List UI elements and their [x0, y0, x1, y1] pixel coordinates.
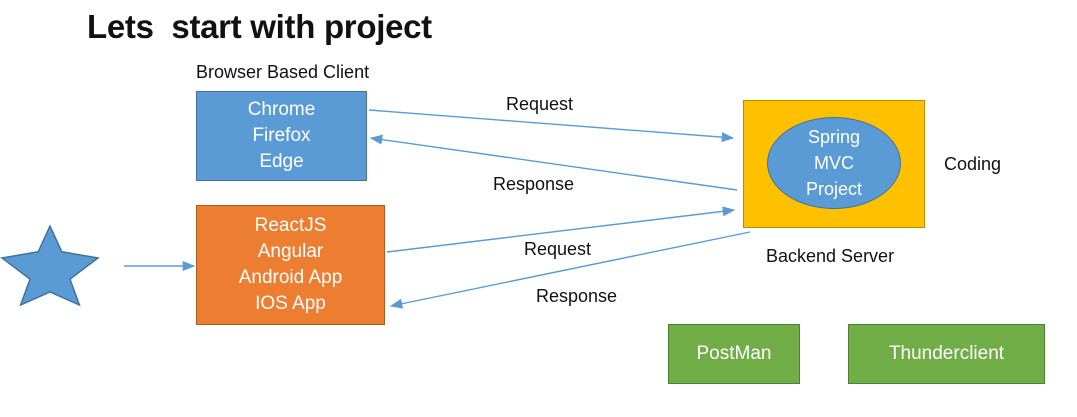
browser-client-item: Chrome — [247, 99, 316, 120]
browser-client-heading: Browser Based Client — [196, 62, 370, 82]
app-client-item: IOS App — [255, 293, 326, 314]
server-item: MVC — [814, 153, 854, 173]
postman-box: PostMan — [668, 324, 800, 384]
app-clients-box: ReactJS Angular Android App IOS App — [196, 205, 385, 325]
app-request-arrow — [386, 206, 736, 253]
app-client-item: ReactJS — [254, 215, 327, 236]
app-client-item: Angular — [257, 241, 324, 262]
app-client-item: Android App — [238, 267, 343, 288]
server-item: Project — [805, 179, 863, 199]
thunderclient-box: Thunderclient — [848, 324, 1045, 384]
page-title: Lets start with project — [87, 8, 432, 45]
coding-label: Coding — [944, 154, 1002, 174]
browser-request-arrow — [368, 109, 735, 143]
app-request-label: Request — [524, 239, 592, 259]
browser-response-label: Response — [493, 174, 575, 194]
browser-response-arrow — [369, 134, 738, 191]
app-response-label: Response — [536, 286, 618, 306]
backend-server-caption: Backend Server — [766, 246, 895, 266]
browser-client-box: Chrome Firefox Edge — [196, 91, 367, 181]
server-item: Spring — [807, 127, 861, 147]
app-response-arrow — [389, 231, 751, 309]
spring-mvc-project-ellipse: Spring MVC Project — [767, 117, 901, 209]
browser-client-item: Edge — [259, 151, 304, 172]
star-icon — [0, 224, 100, 307]
browser-client-item: Firefox — [252, 125, 311, 146]
browser-request-label: Request — [506, 94, 574, 114]
